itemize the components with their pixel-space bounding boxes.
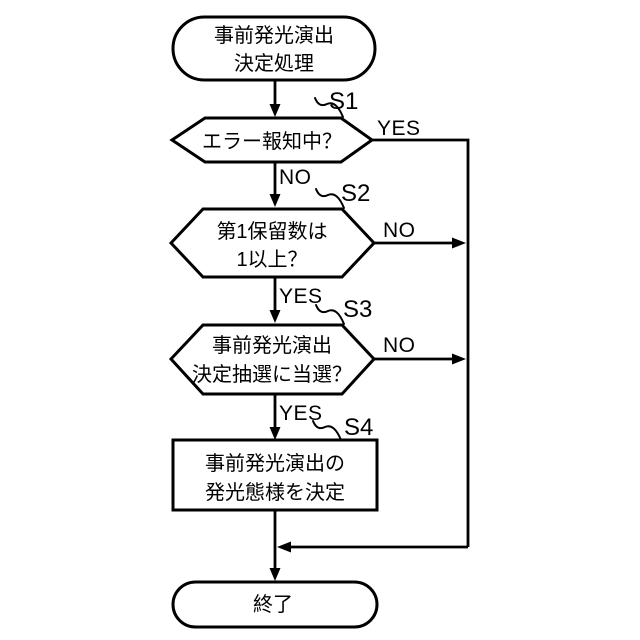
s1-no-label: NO <box>279 166 312 189</box>
arrowhead-start-s1 <box>269 104 281 117</box>
start-terminal-shape <box>171 15 377 82</box>
s4-process-text-line2: 発光態様を決定 <box>205 481 345 504</box>
s1-yes-label: YES <box>377 117 421 140</box>
s4-process-shape <box>171 438 379 512</box>
s1-step-label: S1 <box>329 88 358 115</box>
s2-step-label: S2 <box>341 180 370 207</box>
s2-no-label: NO <box>383 219 416 242</box>
arrowhead-s3-no <box>452 353 466 365</box>
s1-decision-shape <box>169 116 375 164</box>
s3-decision-text-line1: 事前発光演出 <box>212 334 332 357</box>
arrowhead-s3-s4 <box>269 427 281 440</box>
s4-step-label: S4 <box>344 414 373 441</box>
s4-leader-line <box>312 420 342 441</box>
s3-yes-label: YES <box>279 402 323 425</box>
shapes <box>168 15 379 629</box>
s3-decision-text-line2: 決定抽選に当選？ <box>192 363 352 386</box>
connectors <box>269 80 470 581</box>
s3-step-label: S3 <box>343 296 372 323</box>
s3-decision-shape <box>168 323 377 396</box>
arrowhead-s4-end <box>269 568 281 581</box>
labels: 事前発光演出 決定処理 S1 エラー報知中？ YES NO S2 第1保留数は … <box>192 24 421 616</box>
s1-decision-text: エラー報知中？ <box>202 130 342 153</box>
s2-leader-line <box>315 188 345 209</box>
s2-yes-label: YES <box>279 285 323 308</box>
arrowhead-s2-no <box>452 237 466 249</box>
connector-s1-yes-return <box>372 138 470 547</box>
s2-decision-text-line2: 1以上？ <box>236 248 307 271</box>
s2-decision-shape <box>168 207 377 279</box>
s1-leader-line <box>314 97 344 118</box>
s3-leader-line <box>315 304 345 325</box>
s2-decision-text-line1: 第1保留数は <box>216 220 327 243</box>
s4-process-text-line1: 事前発光演出の <box>205 452 345 475</box>
step-leaders <box>312 97 345 441</box>
arrowhead-s1-s2 <box>269 194 281 207</box>
arrowhead-s2-s3 <box>269 310 281 323</box>
start-terminal-text-line1: 事前発光演出 <box>214 24 334 47</box>
end-terminal-text: 終了 <box>253 593 293 616</box>
arrowhead-return-merge <box>277 541 291 553</box>
start-terminal-text-line2: 決定処理 <box>234 52 314 75</box>
end-terminal-shape <box>171 580 379 629</box>
s3-no-label: NO <box>383 334 416 357</box>
